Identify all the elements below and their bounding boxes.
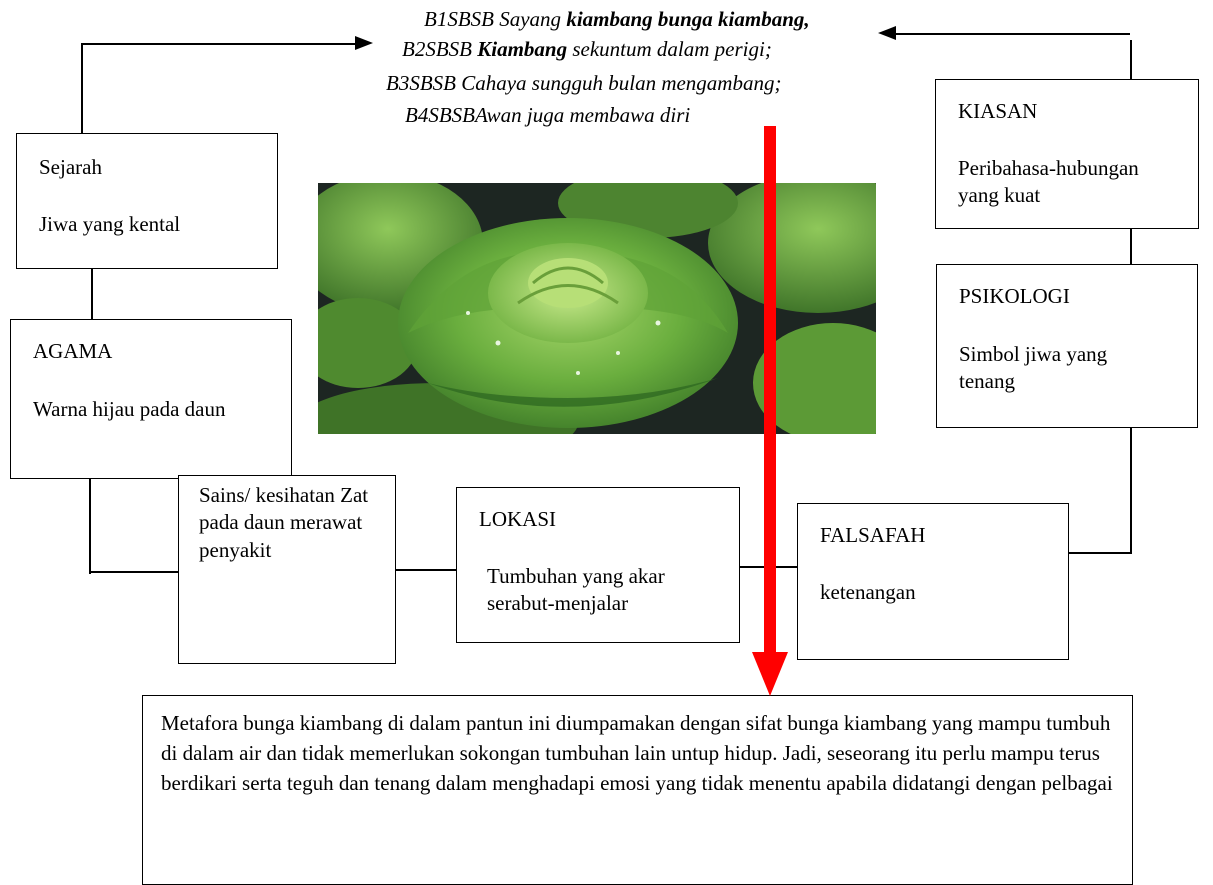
connector-sejarah-agama <box>91 268 93 320</box>
arrowhead-right <box>878 26 896 40</box>
connector-kiasan-up <box>1130 40 1132 80</box>
poem-line-2-suffix: sekuntum dalam perigi; <box>567 37 772 61</box>
poem-line-2-bold: Kiambang <box>477 37 568 61</box>
box-lokasi-title: LOKASI <box>479 507 556 531</box>
box-sejarah-title: Sejarah <box>39 155 102 179</box>
box-sejarah-text: Jiwa yang kental <box>39 212 181 236</box>
box-sejarah: Sejarah Jiwa yang kental <box>16 133 278 269</box>
poem-line-2-prefix: B2SBSB <box>402 37 478 61</box>
connector-sejarah-up <box>81 43 83 134</box>
connector-agama-down <box>89 478 91 574</box>
arrowhead-left <box>355 36 373 50</box>
summary-text: Metafora bunga kiambang di dalam pantun … <box>161 711 1113 795</box>
box-kiasan-text: Peribahasa-hubungan yang kuat <box>958 156 1139 208</box>
connector-agama-sains <box>89 571 179 573</box>
box-falsafah: FALSAFAH ketenangan <box>797 503 1069 660</box>
box-lokasi: LOKASI Tumbuhan yang akar serabut-menjal… <box>456 487 740 643</box>
poem-line-1: B1SBSB Sayang kiambang bunga kiambang, <box>424 4 810 34</box>
box-sains-text: Sains/ kesihatan Zat pada daun merawat p… <box>199 483 369 562</box>
connector-psikologi-falsafah <box>1068 552 1132 554</box>
poem-line-3: B3SBSB Cahaya sungguh bulan mengambang; <box>386 71 782 95</box>
poem-line-1-bold: kiambang bunga kiambang <box>566 7 805 31</box>
box-agama-title: AGAMA <box>33 339 113 363</box>
poem-line-2: B2SBSB Kiambang sekuntum dalam perigi; <box>402 34 772 64</box>
connector-sains-lokasi <box>396 569 458 571</box>
box-psikologi: PSIKOLOGI Simbol jiwa yang tenang <box>936 264 1198 428</box>
box-psikologi-text: Simbol jiwa yang tenang <box>959 342 1108 394</box>
red-arrow <box>752 126 788 696</box>
box-falsafah-title: FALSAFAH <box>820 523 926 547</box>
box-kiasan-title: KIASAN <box>958 99 1038 123</box>
summary-box: Metafora bunga kiambang di dalam pantun … <box>142 695 1133 885</box>
box-psikologi-title: PSIKOLOGI <box>959 284 1070 308</box>
box-falsafah-text: ketenangan <box>820 580 916 604</box>
poem-line-1-prefix: B1SBSB Sayang <box>424 7 567 31</box>
kiambang-photo <box>318 183 876 434</box>
box-lokasi-text: Tumbuhan yang akar serabut-menjalar <box>487 564 665 616</box>
box-agama-text: Warna hijau pada daun <box>33 397 226 421</box>
connector-psikologi-down <box>1130 408 1132 554</box>
poem-line-4: B4SBSBAwan juga membawa diri <box>405 103 691 127</box>
box-kiasan: KIASAN Peribahasa-hubungan yang kuat <box>935 79 1199 229</box>
box-sains: Sains/ kesihatan Zat pada daun merawat p… <box>178 475 396 664</box>
poem-line-1-suffix: , <box>804 7 810 31</box>
connector-sejarah-to-poem <box>81 43 363 45</box>
connector-kiasan-to-poem <box>895 33 1130 35</box>
box-agama: AGAMA Warna hijau pada daun <box>10 319 292 479</box>
connector-kiasan-psikologi <box>1130 228 1132 264</box>
